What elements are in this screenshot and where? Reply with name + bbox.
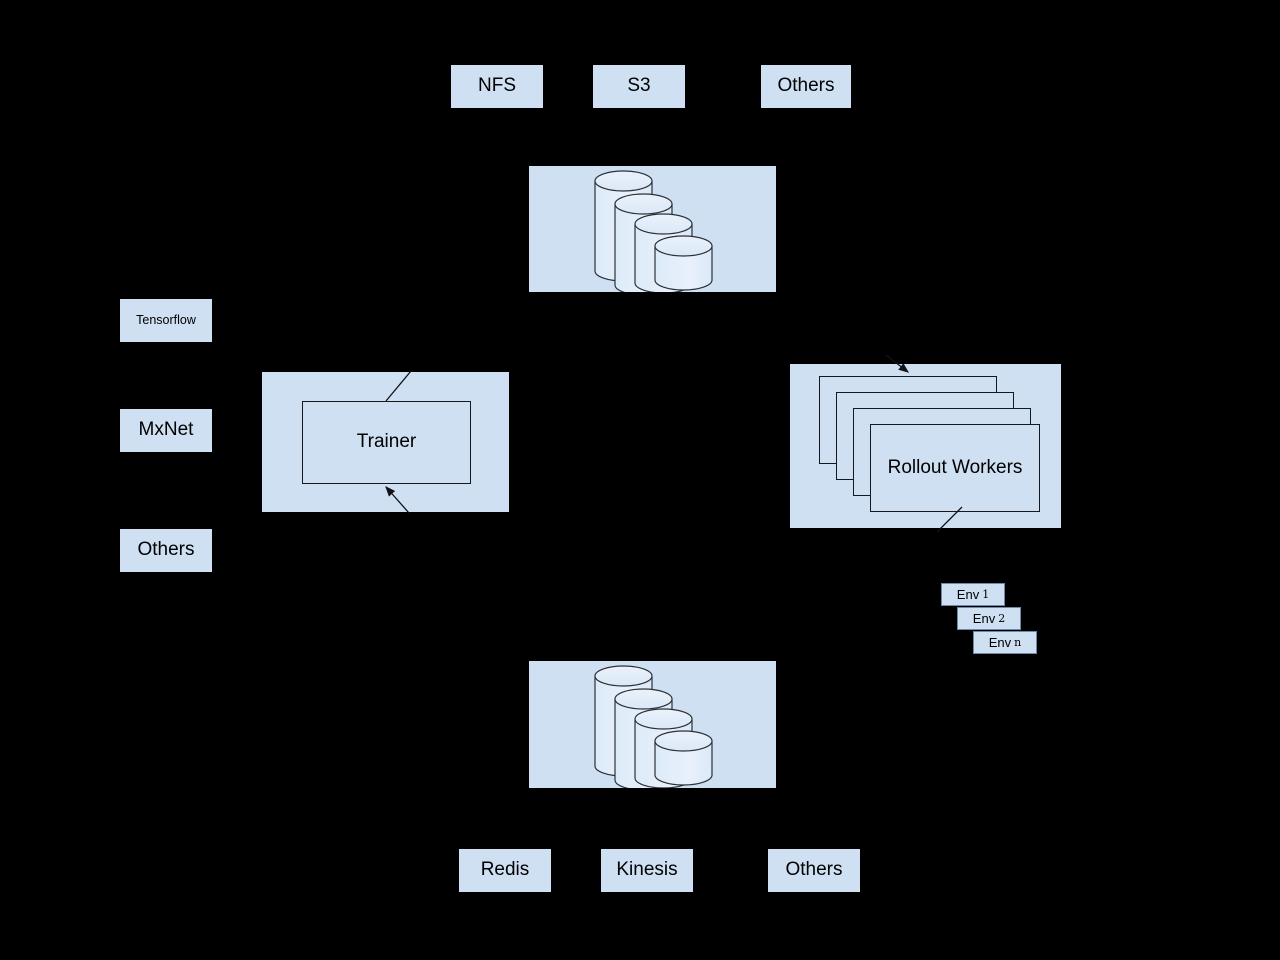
- queue-backend-others[interactable]: Others: [768, 849, 860, 892]
- rollout-workers-box[interactable]: Rollout Workers: [870, 424, 1040, 512]
- storage-backend-s3-label: S3: [627, 75, 651, 97]
- queue-backend-redis-label: Redis: [480, 859, 530, 881]
- env-box-2[interactable]: Env 2: [957, 607, 1021, 630]
- framework-tensorflow-label: Tensorflow: [136, 312, 196, 327]
- env-box-2-label: Env: [972, 611, 996, 626]
- env-box-1-index: 1: [982, 588, 990, 601]
- queue-backend-kinesis[interactable]: Kinesis: [601, 849, 693, 892]
- framework-others-label: Others: [137, 539, 195, 561]
- upper-database-stack: [529, 166, 776, 296]
- framework-tensorflow[interactable]: Tensorflow: [120, 299, 212, 342]
- storage-backend-s3[interactable]: S3: [593, 65, 685, 108]
- storage-backend-others[interactable]: Others: [761, 65, 851, 108]
- lower-database-stack: [529, 661, 776, 791]
- env-box-1-label: Env: [956, 587, 980, 602]
- lower-database-stack-svg: [594, 665, 713, 791]
- env-box-n-index: n: [1014, 636, 1022, 649]
- framework-mxnet[interactable]: MxNet: [120, 409, 212, 452]
- env-box-1[interactable]: Env 1: [941, 583, 1005, 606]
- env-box-2-index: 2: [998, 612, 1006, 625]
- storage-backend-others-label: Others: [777, 75, 835, 97]
- storage-backend-nfs[interactable]: NFS: [451, 65, 543, 108]
- env-box-n-label: Env: [988, 635, 1012, 650]
- trainer-box[interactable]: Trainer: [302, 401, 471, 484]
- upper-database-stack-svg: [594, 170, 713, 296]
- env-box-n[interactable]: Env n: [973, 631, 1037, 654]
- queue-backend-redis[interactable]: Redis: [459, 849, 551, 892]
- queue-backend-others-label: Others: [785, 859, 843, 881]
- trainer-label: Trainer: [356, 431, 417, 453]
- framework-mxnet-label: MxNet: [138, 419, 194, 441]
- queue-backend-kinesis-label: Kinesis: [616, 859, 678, 881]
- framework-others[interactable]: Others: [120, 529, 212, 572]
- storage-backend-nfs-label: NFS: [478, 75, 516, 97]
- rollout-workers-label: Rollout Workers: [887, 456, 1023, 478]
